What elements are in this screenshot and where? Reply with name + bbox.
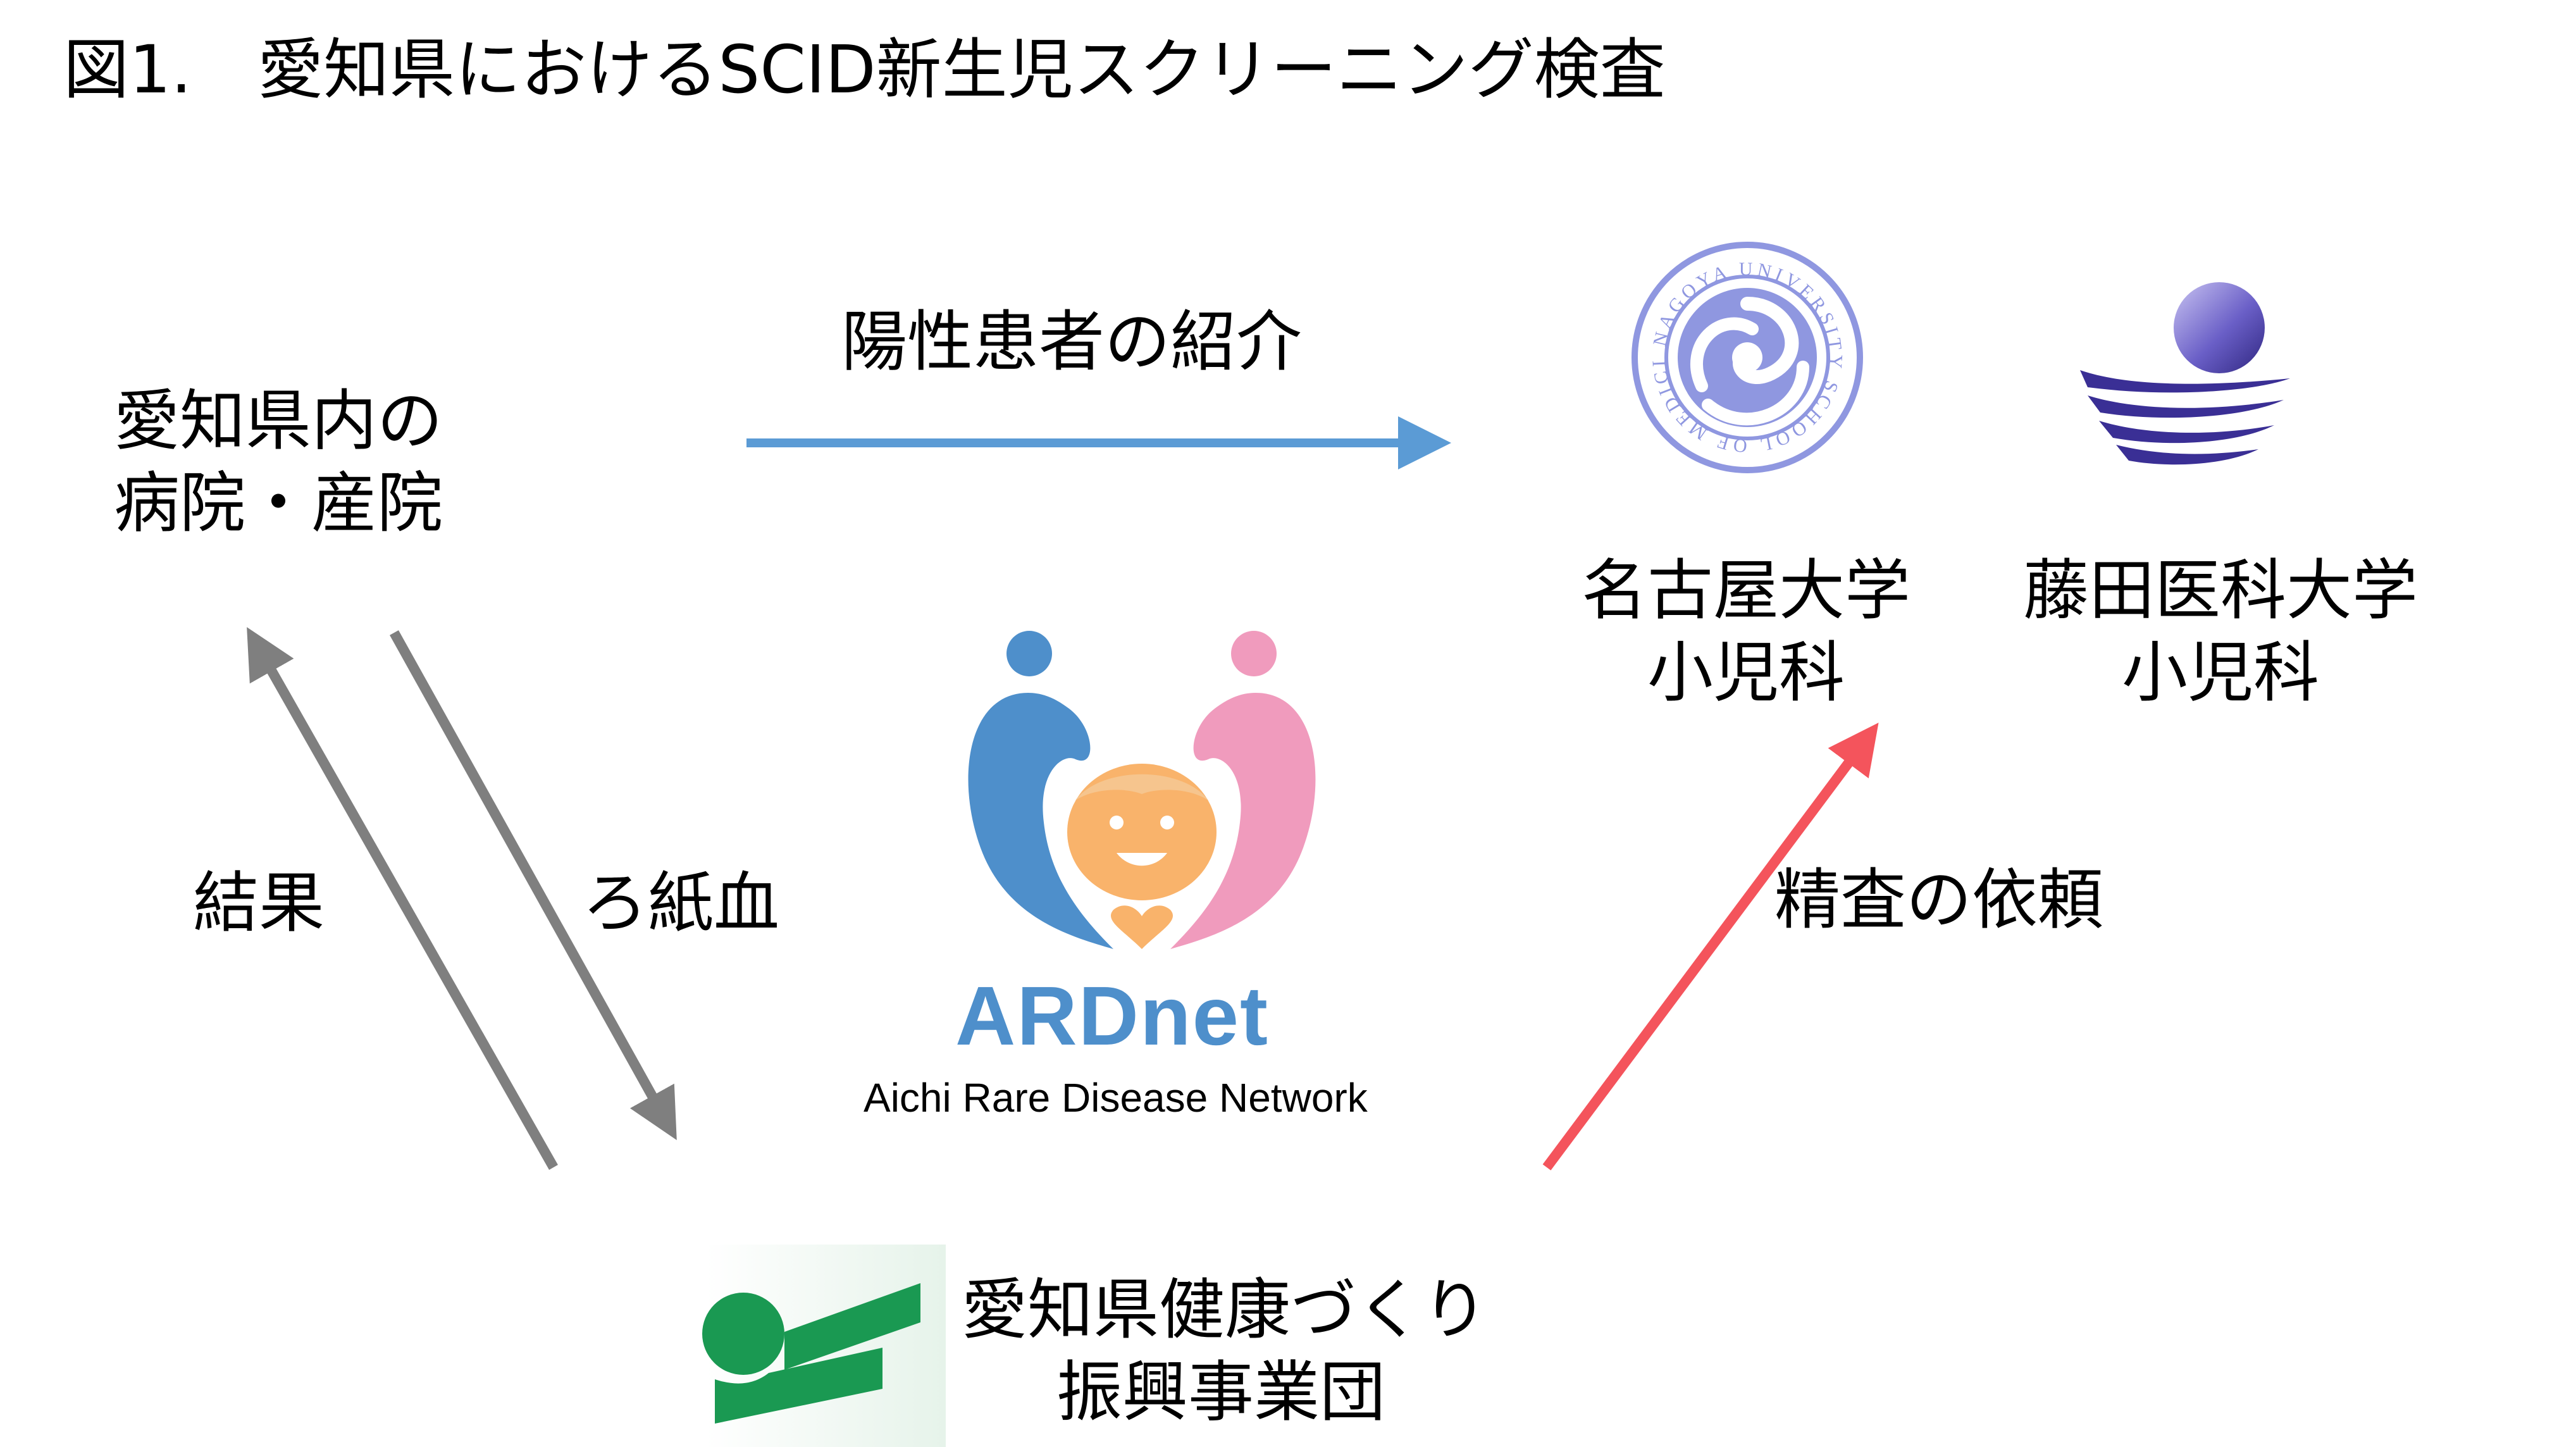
fujita-university-logo — [2080, 282, 2290, 465]
foundation-line2: 振興事業団 — [1056, 1353, 1385, 1431]
fujita-line2: 小児科 — [2121, 634, 2319, 711]
nagoya-line2: 小児科 — [1647, 634, 1845, 711]
foundation-logo — [702, 1245, 946, 1447]
referral-label: 陽性患者の紹介 — [841, 303, 1303, 380]
diagram-title: 図1. 愛知県におけるSCID新生児スクリーニング検査 — [63, 31, 1666, 108]
ardnet-emblem — [968, 631, 1316, 949]
hospitals-node: 愛知県内の 病院・産院 — [101, 380, 455, 544]
detailed-exam-request-arrow — [1542, 723, 1879, 1171]
ardnet-subtitle: Aichi Rare Disease Network — [864, 1075, 1368, 1121]
detailed-exam-request-label: 精査の依頼 — [1774, 861, 2104, 938]
filter-paper-blood-label: ろ紙血 — [582, 864, 780, 941]
nagoya-line1: 名古屋大学 — [1581, 552, 1910, 629]
foundation-line1: 愛知県健康づくり — [962, 1271, 1489, 1348]
foundation-node: 愛知県健康づくり 振興事業団 — [962, 1269, 1489, 1433]
fujita-university-node: 藤田医科大学 小児科 — [2005, 549, 2436, 714]
results-label: 結果 — [193, 864, 325, 941]
fujita-line1: 藤田医科大学 — [2022, 552, 2418, 629]
filter-paper-blood-arrow — [390, 630, 677, 1140]
results-arrow — [247, 627, 558, 1170]
hospitals-line1: 愛知県内の — [113, 382, 443, 459]
ardnet-logo-text: ARDnet — [955, 969, 1269, 1062]
nagoya-university-node: 名古屋大学 小児科 — [1563, 549, 1929, 714]
hospitals-line2: 病院・産院 — [113, 464, 443, 542]
